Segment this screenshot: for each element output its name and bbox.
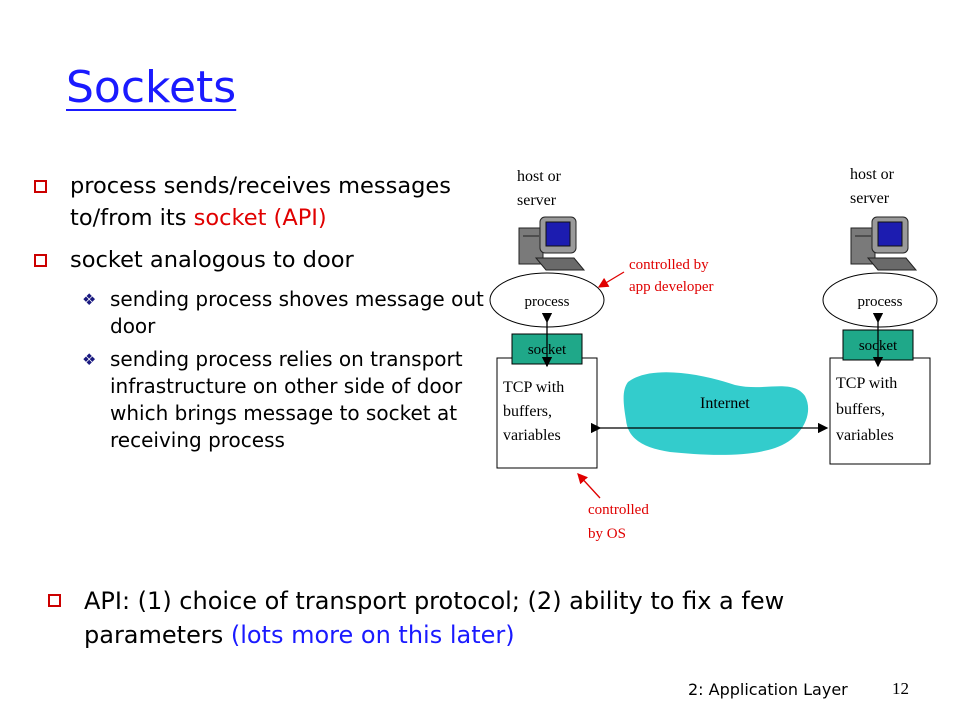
right-tcp-label-1: TCP with [836,375,897,392]
square-bullet-icon [34,254,47,267]
api-bullet-highlight: (lots more on this later) [230,621,515,649]
right-process-label: process [858,294,903,310]
left-tcp-label-2: buffers, [503,403,552,420]
page-number: 12 [892,679,909,698]
app-note-2: app developer [629,279,714,295]
left-tcp-box [496,357,598,469]
api-bullet-line: API: (1) choice of transport protocol; (… [48,584,928,652]
internet-label: Internet [700,395,750,412]
bullet-1-highlight: socket (API) [193,205,327,231]
bullet-list: process sends/receives messages to/from … [34,170,484,460]
right-host-label-2: server [850,190,890,207]
diamond-bullet-icon: ❖ [82,350,97,369]
square-bullet-icon [34,180,47,193]
right-tcp-label-3: variables [836,427,894,444]
left-host-label-2: server [517,192,557,209]
bullet-1: process sends/receives messages to/from … [34,170,484,234]
os-note-arrow [577,473,601,499]
os-note-1: controlled [588,502,649,518]
sub-bullet-1-text: sending process shoves message out door [110,287,484,338]
left-tcp-label-3: variables [503,427,561,444]
footer-label: 2: Application Layer [688,680,848,699]
right-host-label-1: host or [850,166,895,183]
square-bullet-icon [48,594,61,607]
left-tcp-label-1: TCP with [503,379,564,396]
api-bullet: API: (1) choice of transport protocol; (… [48,584,928,662]
app-note-arrow [597,271,625,288]
sub-bullet-2-text: sending process relies on transport infr… [110,347,463,452]
slide-title: Sockets [66,62,237,113]
app-note-1: controlled by [629,257,709,273]
api-bullet-text: API: (1) choice of transport protocol; (… [84,587,785,649]
bullet-1-text: process sends/receives messages to/from … [70,173,451,231]
bullet-2-text: socket analogous to door [70,247,354,273]
internet-cloud [623,372,809,455]
sub-bullet-2: ❖ sending process relies on transport in… [34,346,484,454]
right-tcp-label-2: buffers, [836,401,885,418]
diamond-bullet-icon: ❖ [82,290,97,309]
sub-bullet-1: ❖ sending process shoves message out doo… [34,286,484,340]
os-note-2: by OS [588,526,626,542]
computer-icon [850,216,918,271]
left-process-label: process [525,294,570,310]
left-host-label-1: host or [517,168,562,185]
computer-icon [518,216,586,271]
right-tcp-box [829,357,931,465]
bullet-2: socket analogous to door [34,244,484,276]
